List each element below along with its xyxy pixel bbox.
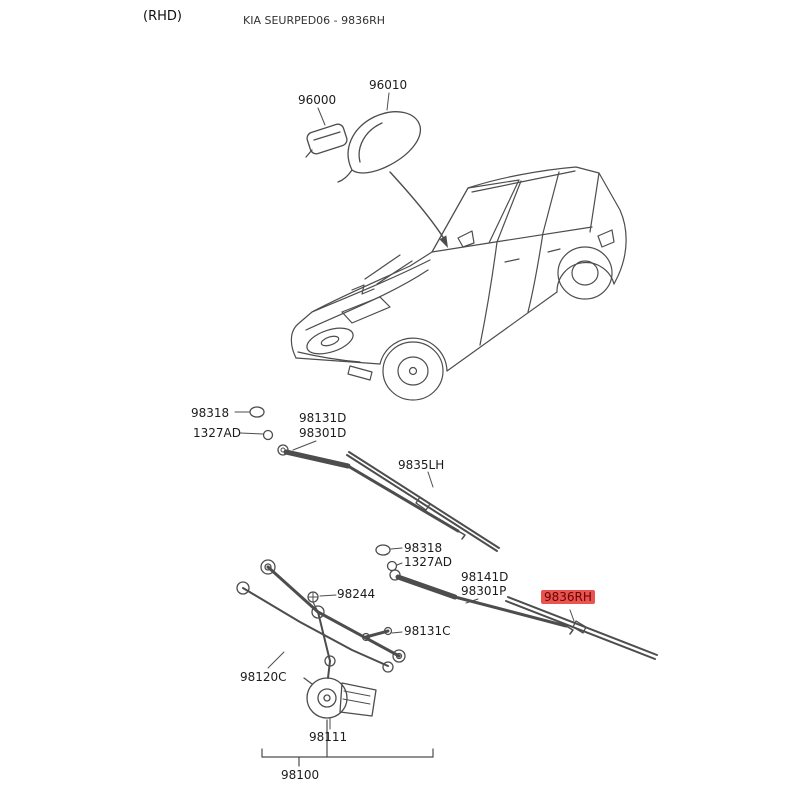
wiper-blade-rh-part	[505, 596, 658, 660]
nut-upper-part	[262, 429, 274, 441]
part-label-98111[interactable]: 98111	[309, 730, 348, 744]
part-label-96010[interactable]: 96010	[369, 78, 408, 92]
part-label-98301P[interactable]: 98301P	[461, 584, 507, 598]
cap-upper-part	[249, 406, 265, 418]
part-label-1327AD-upper[interactable]: 1327AD	[193, 426, 241, 440]
page-title: KIA SEURPED06 - 9836RH	[243, 14, 386, 27]
part-label-98141D[interactable]: 98141D	[461, 570, 509, 584]
drive-type-label: (RHD)	[143, 9, 182, 24]
part-label-98318-lower[interactable]: 98318	[404, 541, 443, 555]
linkage-part	[236, 559, 406, 679]
leader-lines	[234, 92, 575, 730]
wiper-arm-lh-part	[277, 444, 466, 540]
part-label-98244[interactable]: 98244	[337, 587, 376, 601]
part-label-98318-upper[interactable]: 98318	[191, 406, 230, 420]
wiper-arm-rh-part	[389, 569, 574, 635]
part-label-98120C[interactable]: 98120C	[240, 670, 287, 684]
part-label-9835LH[interactable]: 9835LH	[398, 458, 445, 472]
car-illustration	[290, 166, 627, 401]
part-label-98301D[interactable]: 98301D	[299, 426, 347, 440]
assembly-bracket	[261, 719, 434, 767]
wiper-blade-lh-part	[346, 451, 500, 552]
part-label-98131D[interactable]: 98131D	[299, 411, 347, 425]
cap-lower-part	[375, 544, 391, 556]
part-label-96000[interactable]: 96000	[298, 93, 337, 107]
nut-lower-part	[386, 560, 398, 572]
part-label-9836RH-highlighted[interactable]: 9836RH	[541, 590, 595, 604]
antenna-part	[337, 111, 421, 183]
part-label-98100[interactable]: 98100	[281, 768, 320, 782]
part-label-98131C[interactable]: 98131C	[404, 624, 451, 638]
mount-arrow	[389, 171, 448, 248]
antenna-cover-part	[305, 123, 348, 158]
motor-part	[303, 677, 377, 719]
part-label-1327AD-lower[interactable]: 1327AD	[404, 555, 452, 569]
